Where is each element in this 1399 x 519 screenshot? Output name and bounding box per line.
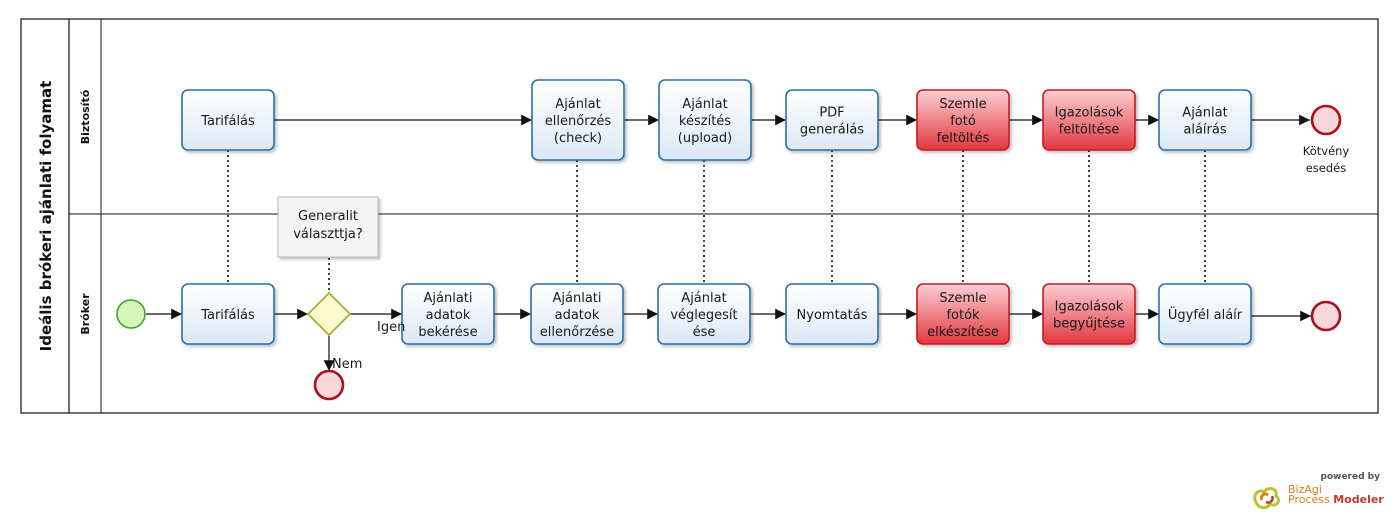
top-task-6-label: feltöltése (1059, 123, 1120, 138)
top-task-5-label: fotó (950, 114, 976, 129)
top-lane-tasks: TarifálásAjánlatellenőrzés(check)Ajánlat… (181, 79, 1252, 161)
top-task-7-box (1158, 89, 1252, 151)
top-task-2-box (531, 79, 625, 161)
logo-powered-text: powered by (1320, 472, 1380, 482)
bottom-task-7[interactable]: Igazolások begyűjtése (1042, 283, 1136, 345)
end-event-top[interactable] (1310, 104, 1342, 136)
top-task-4-box (785, 89, 879, 151)
top-task-4-label: PDF (819, 106, 844, 121)
bottom-task-4-label: véglegesít (670, 308, 737, 323)
gateway-no-label: Nem (332, 357, 362, 372)
pool: Ideális brókeri ajánlati folyamat Biztos… (20, 18, 1379, 414)
bottom-task-4-label: Ajánlat (681, 291, 726, 306)
bizagi-logo-icon (1253, 487, 1280, 510)
top-task-3[interactable]: Ajánlat készítés (upload) (658, 79, 752, 161)
top-task-5-label: Szemle (939, 97, 986, 112)
bottom-task-8[interactable]: Ügyfél aláír (1158, 283, 1252, 345)
bottom-task-7-label: begyűjtése (1053, 317, 1125, 332)
bottom-task-2-label: Ajánlati (424, 291, 473, 306)
top-task-4[interactable]: PDF generálás (785, 89, 879, 151)
bottom-task-2-box (401, 283, 495, 345)
logo-product-a: Process (1288, 493, 1334, 506)
end-event-top-label-2: esedés (1306, 161, 1347, 175)
gateway-annotation: Generalit választtja? (277, 196, 379, 258)
bottom-task-1-box (181, 283, 275, 345)
sequence-flows (146, 114, 1311, 371)
top-task-1-label: Tarifálás (200, 114, 255, 129)
lane-label-broker: Bróker (79, 293, 92, 335)
bottom-task-8-label: Ügyfél aláír (1168, 306, 1243, 323)
top-task-3-label: (upload) (678, 131, 732, 146)
top-task-7[interactable]: Ajánlat aláírás (1158, 89, 1252, 151)
top-task-4-label: generálás (800, 123, 864, 138)
bottom-task-5[interactable]: Nyomtatás (785, 283, 879, 345)
lane-label-biztosito: Biztosító (79, 89, 92, 144)
gateway-yes-label: Igen (377, 320, 405, 335)
bottom-task-6[interactable]: Szemle fotók elkészítése (916, 283, 1010, 345)
bottom-task-3-box (530, 283, 624, 345)
annotation-line-1: Generalit (298, 209, 358, 224)
bottom-task-3[interactable]: Ajánlati adatok ellenőrzése (530, 283, 624, 345)
associations (227, 150, 1206, 293)
bottom-task-1[interactable]: Tarifálás (181, 283, 275, 345)
end-event-top-label-1: Kötvény (1303, 144, 1350, 158)
bottom-task-6-label: fotók (946, 308, 980, 323)
bottom-task-8-box (1158, 283, 1252, 345)
top-task-1-box (181, 89, 275, 151)
top-task-3-label: készítés (679, 114, 731, 129)
top-task-7-label: aláírás (1183, 123, 1226, 138)
bottom-task-3-label: Ajánlati (553, 291, 602, 306)
pool-title: Ideális brókeri ajánlati folyamat (37, 81, 55, 352)
top-task-5-label: feltöltés (937, 131, 990, 146)
bottom-task-6-label: Szemle (939, 291, 986, 306)
bottom-task-4-label: ése (693, 325, 716, 340)
top-task-2[interactable]: Ajánlat ellenőrzés (check) (531, 79, 625, 161)
bottom-task-6-label: elkészítése (927, 325, 999, 340)
bottom-task-2-label: adatok (426, 308, 471, 323)
top-task-3-box (658, 79, 752, 161)
bottom-task-6-box (916, 283, 1010, 345)
bottom-task-7-box (1042, 283, 1136, 345)
bottom-task-5-label: Nyomtatás (797, 308, 868, 323)
bottom-task-4[interactable]: Ajánlat véglegesít ése (657, 283, 751, 345)
top-task-2-label: (check) (554, 131, 602, 146)
end-event-bottom[interactable] (1310, 300, 1342, 332)
bizagi-logo: powered by BizAgi Process Modeler (1250, 470, 1384, 512)
exclusive-gateway[interactable] (306, 291, 352, 337)
top-task-2-label: ellenőrzés (545, 114, 612, 129)
bottom-task-3-label: ellenőrzése (540, 325, 614, 340)
logo-product-b: Modeler (1333, 493, 1384, 506)
bottom-task-2-label: bekérése (418, 325, 477, 340)
bottom-task-7-label: Igazolások (1055, 300, 1124, 315)
top-task-1[interactable]: Tarifálás (181, 89, 275, 151)
top-task-6-label: Igazolások (1055, 106, 1124, 121)
logo-brand-text: BizAgi (1288, 483, 1322, 496)
top-task-5[interactable]: Szemle fotó feltöltés (916, 89, 1010, 151)
logo-product-text: Process Modeler (1288, 494, 1384, 506)
bottom-task-3-label: adatok (555, 308, 600, 323)
end-event-no[interactable] (313, 369, 345, 401)
top-task-6-box (1042, 89, 1136, 151)
top-task-7-label: Ajánlat (1182, 106, 1227, 121)
bottom-lane-tasks: Tarifálás Ajánlati adatok bekérése Ajánlati a… (181, 283, 1252, 345)
start-event[interactable] (116, 299, 146, 329)
annotation-line-2: választtja? (293, 227, 363, 242)
top-task-3-label: Ajánlat (682, 97, 727, 112)
top-task-2-label: Ajánlat (555, 97, 600, 112)
bottom-task-4-box (657, 283, 751, 345)
bottom-task-1-label: Tarifálás (200, 308, 255, 323)
bottom-task-2[interactable]: Ajánlati adatok bekérése (401, 283, 495, 345)
top-task-6[interactable]: Igazolások feltöltése (1042, 89, 1136, 151)
top-task-5-box (916, 89, 1010, 151)
bottom-task-5-box (785, 283, 879, 345)
